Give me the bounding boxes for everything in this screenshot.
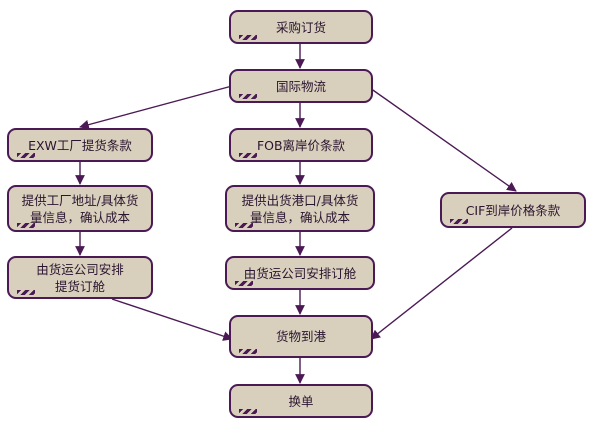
- node-fob-provide-label: 提供出货港口/具体货 量信息，确认成本: [241, 192, 359, 225]
- node-fob-terms-label: FOB离岸价条款: [256, 137, 346, 153]
- node-exw-book: 由货运公司安排 提货订舱: [7, 256, 153, 299]
- node-exw-terms-label: EXW工厂提货条款: [28, 137, 132, 153]
- node-cif-terms-label: CIF到岸价格条款: [465, 202, 561, 218]
- node-exw-provide: 提供工厂地址/具体货 量信息，确认成本: [7, 185, 153, 232]
- corner-stripe-decoration: [235, 281, 253, 286]
- corner-stripe-decoration: [17, 223, 35, 228]
- corner-stripe-decoration: [450, 219, 468, 224]
- node-purchase: 采购订货: [229, 10, 373, 44]
- node-fob-terms: FOB离岸价条款: [229, 128, 373, 162]
- node-exw-provide-label: 提供工厂地址/具体货 量信息，确认成本: [21, 192, 139, 225]
- arrow-logistics-to-cif: [369, 87, 517, 192]
- node-fob-provide: 提供出货港口/具体货 量信息，确认成本: [225, 185, 375, 232]
- node-exchange: 换单: [229, 384, 373, 418]
- node-exw-book-label: 由货运公司安排 提货订舱: [36, 261, 124, 294]
- arrow-cif-to-arrival: [370, 227, 513, 340]
- arrow-logistics-to-exw: [79, 85, 233, 130]
- node-exchange-label: 换单: [288, 393, 314, 409]
- node-intl-logistics-label: 国际物流: [275, 78, 326, 94]
- corner-stripe-decoration: [239, 409, 257, 414]
- node-intl-logistics: 国际物流: [229, 69, 373, 103]
- corner-stripe-decoration: [17, 153, 35, 158]
- node-arrival: 货物到港: [229, 315, 373, 358]
- node-exw-terms: EXW工厂提货条款: [7, 128, 153, 162]
- node-cif-terms: CIF到岸价格条款: [440, 192, 586, 228]
- node-arrival-label: 货物到港: [275, 329, 326, 344]
- corner-stripe-decoration: [239, 349, 257, 354]
- corner-stripe-decoration: [239, 94, 257, 99]
- arrow-exw-book-to-arrival: [111, 298, 233, 341]
- corner-stripe-decoration: [239, 35, 257, 40]
- corner-stripe-decoration: [239, 153, 257, 158]
- node-fob-book-label: 由货运公司安排订舱: [243, 265, 357, 281]
- node-purchase-label: 采购订货: [275, 19, 326, 35]
- corner-stripe-decoration: [235, 223, 253, 228]
- node-fob-book: 由货运公司安排订舱: [225, 256, 375, 290]
- corner-stripe-decoration: [17, 290, 35, 295]
